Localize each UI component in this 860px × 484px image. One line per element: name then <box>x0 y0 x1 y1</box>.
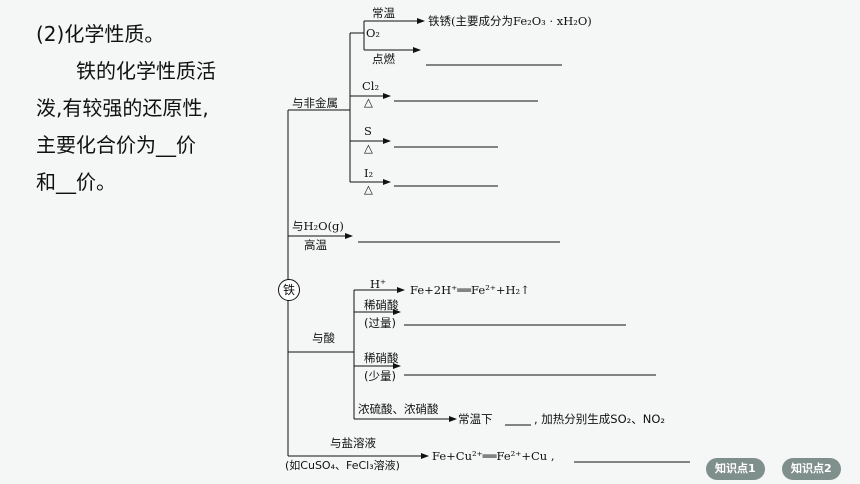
s-label: S <box>364 124 372 138</box>
nonmetal-label: 与非金属 <box>292 96 338 110</box>
intro-text: (2)化学性质。 铁的化学性质活 泼,有较强的还原性, 主要化合价为__价 和_… <box>36 16 258 201</box>
dilute-nitric-label-2: 稀硝酸 <box>364 351 399 365</box>
cl2-heat-icon: △ <box>364 95 373 109</box>
knowledge-point-2-button[interactable]: 知识点2 <box>782 458 841 480</box>
salt-equation: Fe+Cu²⁺══Fe²⁺+Cu , <box>432 449 555 463</box>
o2-ignite-condition: 点燃 <box>372 52 395 66</box>
conc-acid-label: 浓硫酸、浓硝酸 <box>358 402 439 416</box>
i2-label: I₂ <box>364 166 374 180</box>
iron-center-node: 铁 <box>278 279 300 301</box>
salt-example: (如CuSO₄、FeCl₃溶液) <box>285 459 400 472</box>
intro-line-4: 和__价。 <box>36 170 116 194</box>
rust-product: 铁锈(主要成分为Fe₂O₃ · xH₂O) <box>428 14 592 28</box>
dilute-nitric-label-1: 稀硝酸 <box>364 298 399 312</box>
little-label: (少量) <box>364 369 396 383</box>
intro-line-1: 铁的化学性质活 <box>76 59 216 83</box>
salt-label: 与盐溶液 <box>330 436 376 450</box>
conc-heat-label: , 加热分别生成SO₂、NO₂ <box>534 412 666 426</box>
knowledge-point-1-button[interactable]: 知识点1 <box>706 458 765 480</box>
water-label: 与H₂O(g) <box>292 219 344 233</box>
o2-room-temp-condition: 常温 <box>372 6 395 20</box>
h-plus-equation: Fe+2H⁺══Fe²⁺+H₂↑ <box>410 283 530 297</box>
acid-label: 与酸 <box>312 331 335 345</box>
excess-label: (过量) <box>364 316 396 330</box>
h-plus-label: H⁺ <box>370 277 387 291</box>
s-heat-icon: △ <box>364 141 373 155</box>
o2-label: O₂ <box>366 26 381 40</box>
intro-line-2: 泼,有较强的还原性, <box>36 96 209 120</box>
intro-line-3: 主要化合价为__价 <box>36 133 196 157</box>
cl2-label: Cl₂ <box>362 79 380 93</box>
conc-normal-temp-label: 常温下 <box>458 412 493 426</box>
section-heading: (2)化学性质。 <box>36 22 165 46</box>
water-high-temp-condition: 高温 <box>304 238 327 252</box>
i2-heat-icon: △ <box>364 182 373 196</box>
